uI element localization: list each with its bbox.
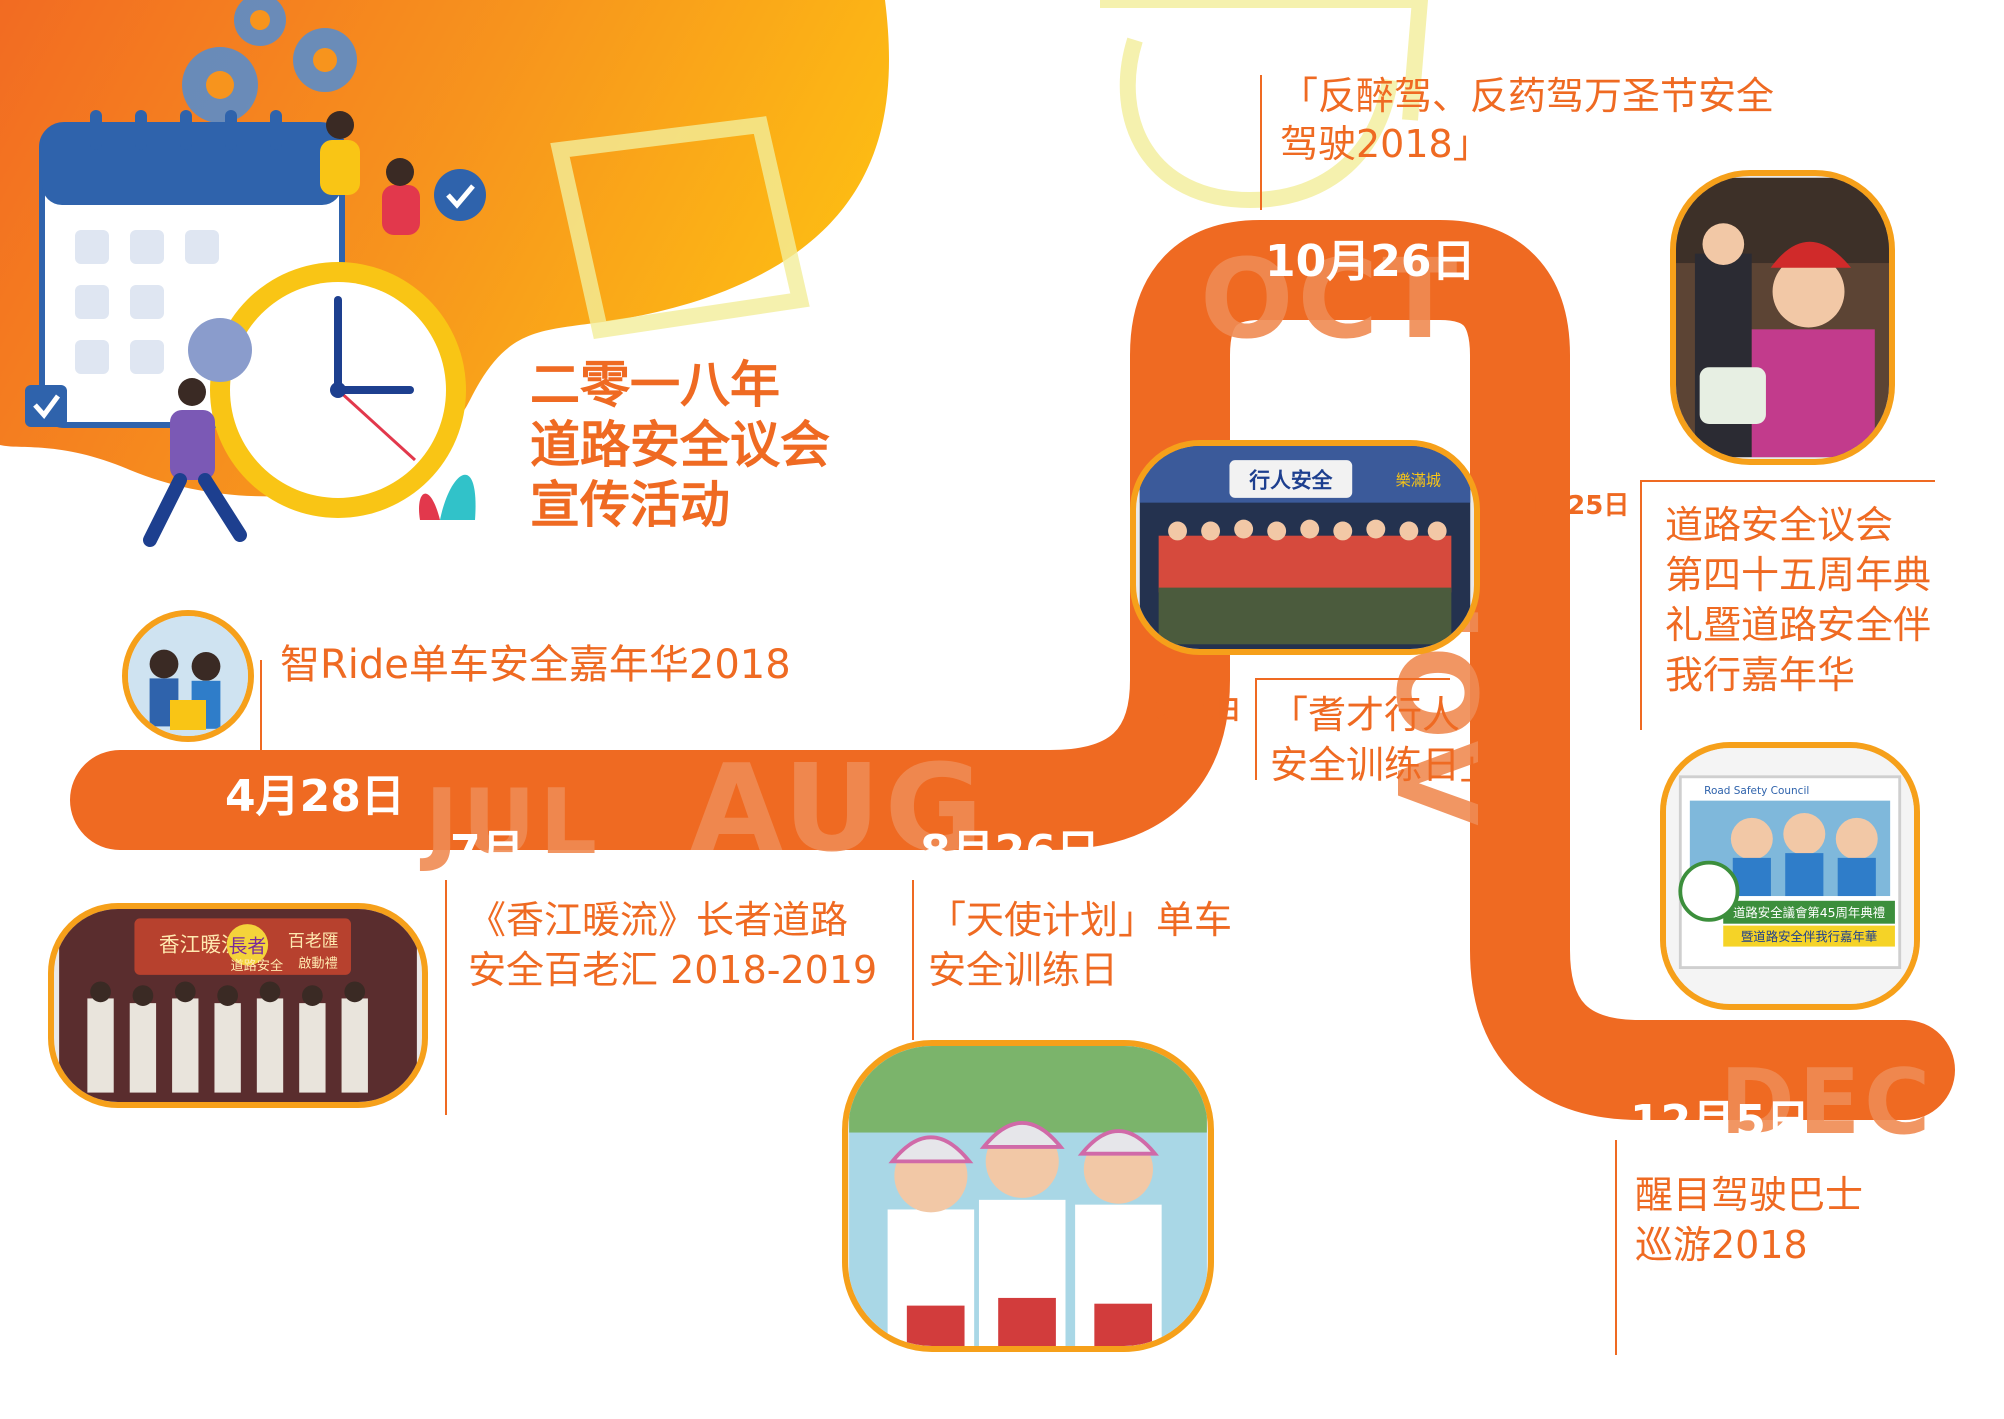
caption-nov-25-line-1: 道路安全议会: [1665, 503, 1894, 547]
caption-jul-line-2: 安全百老汇 2018-2019: [468, 948, 878, 992]
photo-frame-header: Road Safety Council: [1704, 785, 1809, 797]
caption-nov-25-line-4: 我行嘉年华: [1665, 653, 1856, 697]
date-apr-28: 4月28日: [225, 771, 405, 822]
connector-apr-28: [260, 660, 262, 760]
photo-frame-banner-2: 暨道路安全伴我行嘉年華: [1741, 929, 1877, 944]
caption-oct-5-line-2: 安全训练日」: [1270, 743, 1499, 787]
title-line-1: 二零一八年: [530, 356, 780, 414]
title-line-2: 道路安全议会: [530, 416, 830, 474]
caption-dec-5: 醒目驾驶巴士 巡游2018: [1635, 1170, 1863, 1270]
caption-oct-5-line-1: 「耆才行人: [1270, 693, 1461, 737]
photo-banner-sub: 道路安全: [230, 957, 283, 974]
month-watermark-aug: AUG: [690, 740, 988, 879]
date-nov-25: 11月25日: [1505, 491, 1630, 521]
caption-nov-25-line-2: 第四十五周年典: [1665, 553, 1932, 597]
connector-oct-5-h: [1255, 678, 1450, 680]
title-line-3: 宣传活动: [530, 476, 730, 534]
date-oct-5: 10月5日: [1135, 696, 1242, 726]
photo-banner-badge: 長者: [229, 935, 267, 957]
caption-dec-5-line-1: 醒目驾驶巴士: [1635, 1173, 1864, 1217]
caption-oct-26-line-2: 驾驶2018」: [1280, 122, 1491, 166]
connector-aug-26: [912, 880, 914, 1040]
photo-angel-plan: [842, 1040, 1214, 1352]
photo-pedestrian-banner: 行人安全: [1248, 469, 1332, 493]
caption-aug-26-line-2: 安全训练日: [928, 948, 1119, 992]
month-watermark-jul: JUL: [425, 770, 601, 875]
photo-halloween-driving: [1670, 170, 1895, 465]
caption-jul: 《香江暖流》长者道路 安全百老汇 2018-2019: [468, 895, 877, 995]
photo-pedestrian-banner-right: 樂滿城: [1396, 472, 1441, 490]
connector-dec-5: [1615, 1140, 1617, 1355]
photo-anniversary-carnival: Road Safety Council 道路安全議會第45周年典禮 暨道路安全伴…: [1660, 742, 1920, 1010]
photo-elderly-broadway: 香江暖流 長者 百老匯 道路安全 啟動禮: [48, 903, 428, 1108]
caption-oct-26-line-1: 「反醉驾、反药驾万圣节安全: [1280, 74, 1775, 118]
photo-bike-carnival: [122, 610, 254, 742]
connector-nov-25: [1640, 480, 1642, 730]
date-oct-26: 10月26日: [1265, 236, 1476, 287]
caption-oct-5: 「耆才行人 安全训练日」: [1270, 690, 1498, 790]
photo-elderly-pedestrian: 行人安全 樂滿城: [1130, 440, 1480, 655]
month-watermark-oct: OCT: [1200, 235, 1462, 363]
caption-aug-26-line-1: 「天使计划」单车: [928, 898, 1233, 942]
page-title: 二零一八年 道路安全议会 宣传活动: [530, 355, 830, 535]
photo-banner-right: 百老匯: [288, 931, 339, 951]
photo-frame-banner-1: 道路安全議會第45周年典禮: [1733, 905, 1885, 920]
caption-apr-28: 智Ride单车安全嘉年华2018: [280, 642, 791, 688]
date-jul: 7月: [450, 826, 525, 877]
connector-nov-25-h: [1640, 480, 1935, 482]
photo-banner-sub2: 啟動禮: [298, 955, 338, 971]
caption-nov-25: 道路安全议会 第四十五周年典 礼暨道路安全伴 我行嘉年华: [1665, 500, 1931, 700]
caption-oct-26: 「反醉驾、反药驾万圣节安全 驾驶2018」: [1280, 72, 1774, 168]
month-watermark-dec: DEC: [1720, 1050, 1935, 1155]
connector-jul: [445, 880, 447, 1115]
caption-aug-26: 「天使计划」单车 安全训练日: [928, 895, 1232, 995]
connector-oct-26: [1260, 75, 1262, 210]
date-aug-26: 8月26日: [920, 826, 1100, 877]
calendar-clock-illustration: [25, 0, 486, 547]
date-dec-5: 12月5日: [1630, 1096, 1810, 1147]
connector-oct-5: [1255, 680, 1257, 780]
caption-jul-line-1: 《香江暖流》长者道路: [468, 898, 849, 942]
caption-nov-25-line-3: 礼暨道路安全伴: [1665, 603, 1932, 647]
caption-dec-5-line-2: 巡游2018: [1635, 1223, 1808, 1267]
